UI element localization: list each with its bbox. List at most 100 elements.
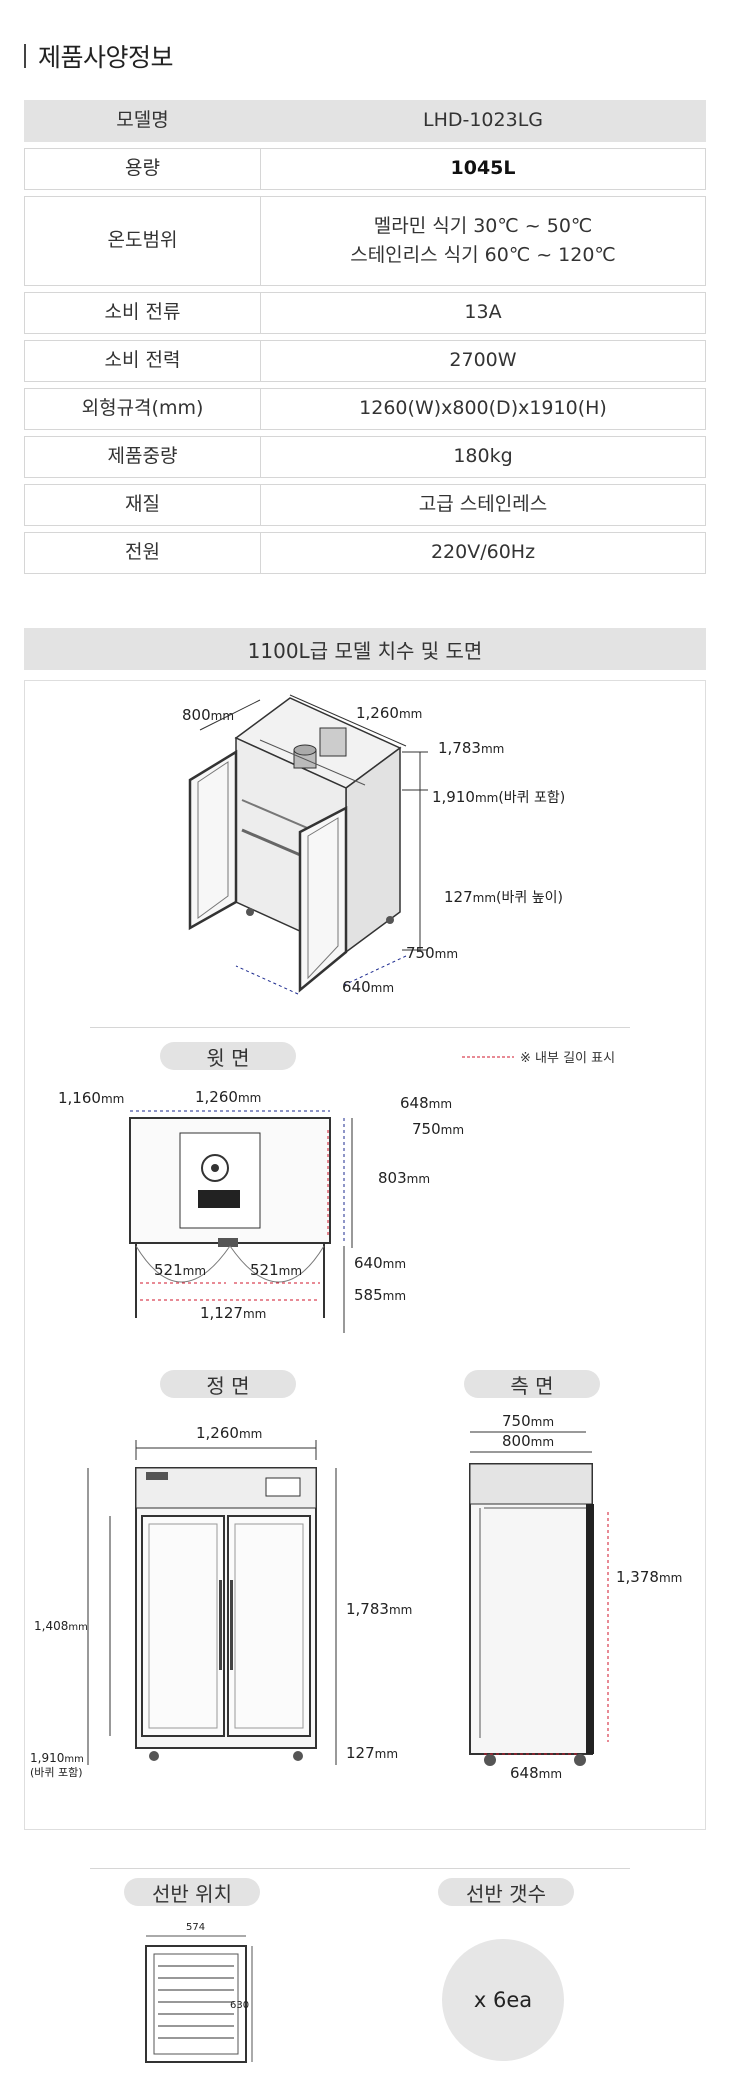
spec-value: 멜라민 식기 30℃ ~ 50℃ 스테인리스 식기 60℃ ~ 120℃ [261, 196, 706, 286]
fan-top [293, 744, 317, 756]
top-handle [218, 1238, 238, 1247]
front-logo [146, 1472, 168, 1480]
spec-row-weight: 제품중량 180kg [24, 436, 706, 478]
shelf-count-badge: x 6ea [442, 1939, 564, 2061]
door-right [298, 805, 348, 993]
wheel [484, 1754, 496, 1766]
label-800: 800mm [182, 706, 234, 724]
wheel [149, 1751, 159, 1761]
shelf-inner [153, 1953, 239, 2055]
legend-dash [462, 1056, 514, 1058]
spec-label: 온도범위 [24, 196, 261, 286]
page-title: 제품사양정보 [38, 43, 174, 72]
shelf-drawing: 574 630 [145, 1922, 253, 2063]
label-521b: 521mm [250, 1261, 302, 1279]
front-view-drawing: 1,260mm 1,783mm 1,408mm 1,910mm (바퀴 포함) … [30, 1424, 412, 1779]
label-640: 640mm [342, 978, 394, 996]
spec-label: 소비 전력 [24, 340, 261, 382]
label-127: 127mm(바퀴 높이) [444, 888, 563, 906]
front-door-left [141, 1515, 225, 1737]
door-left-glass [197, 761, 229, 919]
cabinet-edge [259, 739, 366, 786]
dimensions-header: 1100L급 모델 치수 및 도면 [24, 628, 706, 670]
spec-row-current: 소비 전류 13A [24, 292, 706, 334]
label-1260: 1,260mm [356, 704, 422, 722]
door-left [188, 749, 238, 931]
dim-line-1260 [289, 694, 407, 747]
spec-label: 외형규격(mm) [24, 388, 261, 430]
spec-value: 180kg [261, 436, 706, 478]
handle-left [219, 1580, 222, 1670]
spec-row-material: 재질 고급 스테인레스 [24, 484, 706, 526]
spec-value: LHD-1023LG [261, 100, 706, 142]
label-750: 750mm [406, 944, 458, 962]
label-1783: 1,783mm [438, 739, 504, 757]
top-motor [198, 1190, 240, 1208]
shelf-position-label: 선반 위치 [124, 1878, 260, 1906]
spec-row-power-supply: 전원 220V/60Hz [24, 532, 706, 574]
spec-value: 1260(W)x800(D)x1910(H) [261, 388, 706, 430]
top-fan-hub [211, 1164, 219, 1172]
label-574: 574 [186, 1922, 205, 1933]
side-body [469, 1463, 593, 1755]
label-1783: 1,783mm [346, 1600, 412, 1618]
top-fan [201, 1154, 229, 1182]
label-630: 630 [230, 2000, 249, 2011]
door-swing-right [229, 1245, 325, 1283]
front-door-right [227, 1515, 311, 1737]
spec-label: 제품중량 [24, 436, 261, 478]
label-1260: 1,260mm [195, 1088, 261, 1106]
side-top-unit [469, 1463, 593, 1505]
dim-line-800 [199, 699, 261, 731]
side-back-panel [586, 1504, 594, 1754]
glass-right [234, 1523, 304, 1729]
wheel [293, 1751, 303, 1761]
label-648: 648mm [400, 1094, 452, 1112]
label-803: 803mm [378, 1169, 430, 1187]
spec-value: 고급 스테인레스 [261, 484, 706, 526]
wheel [386, 916, 394, 924]
control-panel [265, 1477, 301, 1497]
divider [90, 1027, 630, 1028]
label-127: 127mm [346, 1744, 398, 1762]
side-view-label: 측 면 [464, 1370, 600, 1398]
label-1160: 1,160mm [58, 1089, 124, 1107]
spec-value-line: 멜라민 식기 30℃ ~ 50℃ [373, 214, 593, 237]
label-521a: 521mm [154, 1261, 206, 1279]
label-800: 800mm [502, 1432, 554, 1450]
legend-text: ※ 내부 길이 표시 [520, 1051, 616, 1066]
label-585: 585mm [354, 1286, 406, 1304]
spec-value: 13A [261, 292, 706, 334]
label-648: 648mm [510, 1764, 562, 1782]
title-bar [24, 44, 26, 68]
top-view-label: 윗 면 [160, 1042, 296, 1070]
label-1910: 1,910mm [30, 1751, 84, 1765]
section-title: 제품사양정보 [24, 42, 174, 72]
handle-right [230, 1580, 233, 1670]
label-750: 750mm [502, 1412, 554, 1430]
label-wheel-incl: (바퀴 포함) [30, 1766, 83, 1779]
wheel [574, 1754, 586, 1766]
spec-row-capacity: 용량 1045L [24, 148, 706, 190]
spec-row-temperature: 온도범위 멜라민 식기 30℃ ~ 50℃ 스테인리스 식기 60℃ ~ 120… [24, 196, 706, 286]
spec-value: 1045L [261, 148, 706, 190]
spec-label: 재질 [24, 484, 261, 526]
dim-line-640 [235, 965, 299, 995]
shelf-count-label: 선반 갯수 [438, 1878, 574, 1906]
dimensions-frame [24, 680, 706, 1830]
glass-left [148, 1523, 218, 1729]
spec-value-line: 스테인리스 식기 60℃ ~ 120℃ [350, 244, 616, 266]
spec-row-size: 외형규격(mm) 1260(W)x800(D)x1910(H) [24, 388, 706, 430]
label-640: 640mm [354, 1254, 406, 1272]
spec-row-model: 모델명 LHD-1023LG [24, 100, 706, 142]
side-view-drawing: 750mm 800mm 1,378mm 648mm [469, 1412, 682, 1782]
shelf-grid [158, 1965, 234, 2039]
spec-label: 전원 [24, 532, 261, 574]
label-1260: 1,260mm [196, 1424, 262, 1442]
spec-value: 220V/60Hz [261, 532, 706, 574]
door-right-glass [307, 817, 339, 980]
label-750: 750mm [412, 1120, 464, 1138]
spec-label: 소비 전류 [24, 292, 261, 334]
top-view-drawing: 1,160mm 1,260mm 648mm 750mm 803mm 521mm … [58, 1088, 464, 1333]
label-1127: 1,127mm [200, 1304, 266, 1322]
